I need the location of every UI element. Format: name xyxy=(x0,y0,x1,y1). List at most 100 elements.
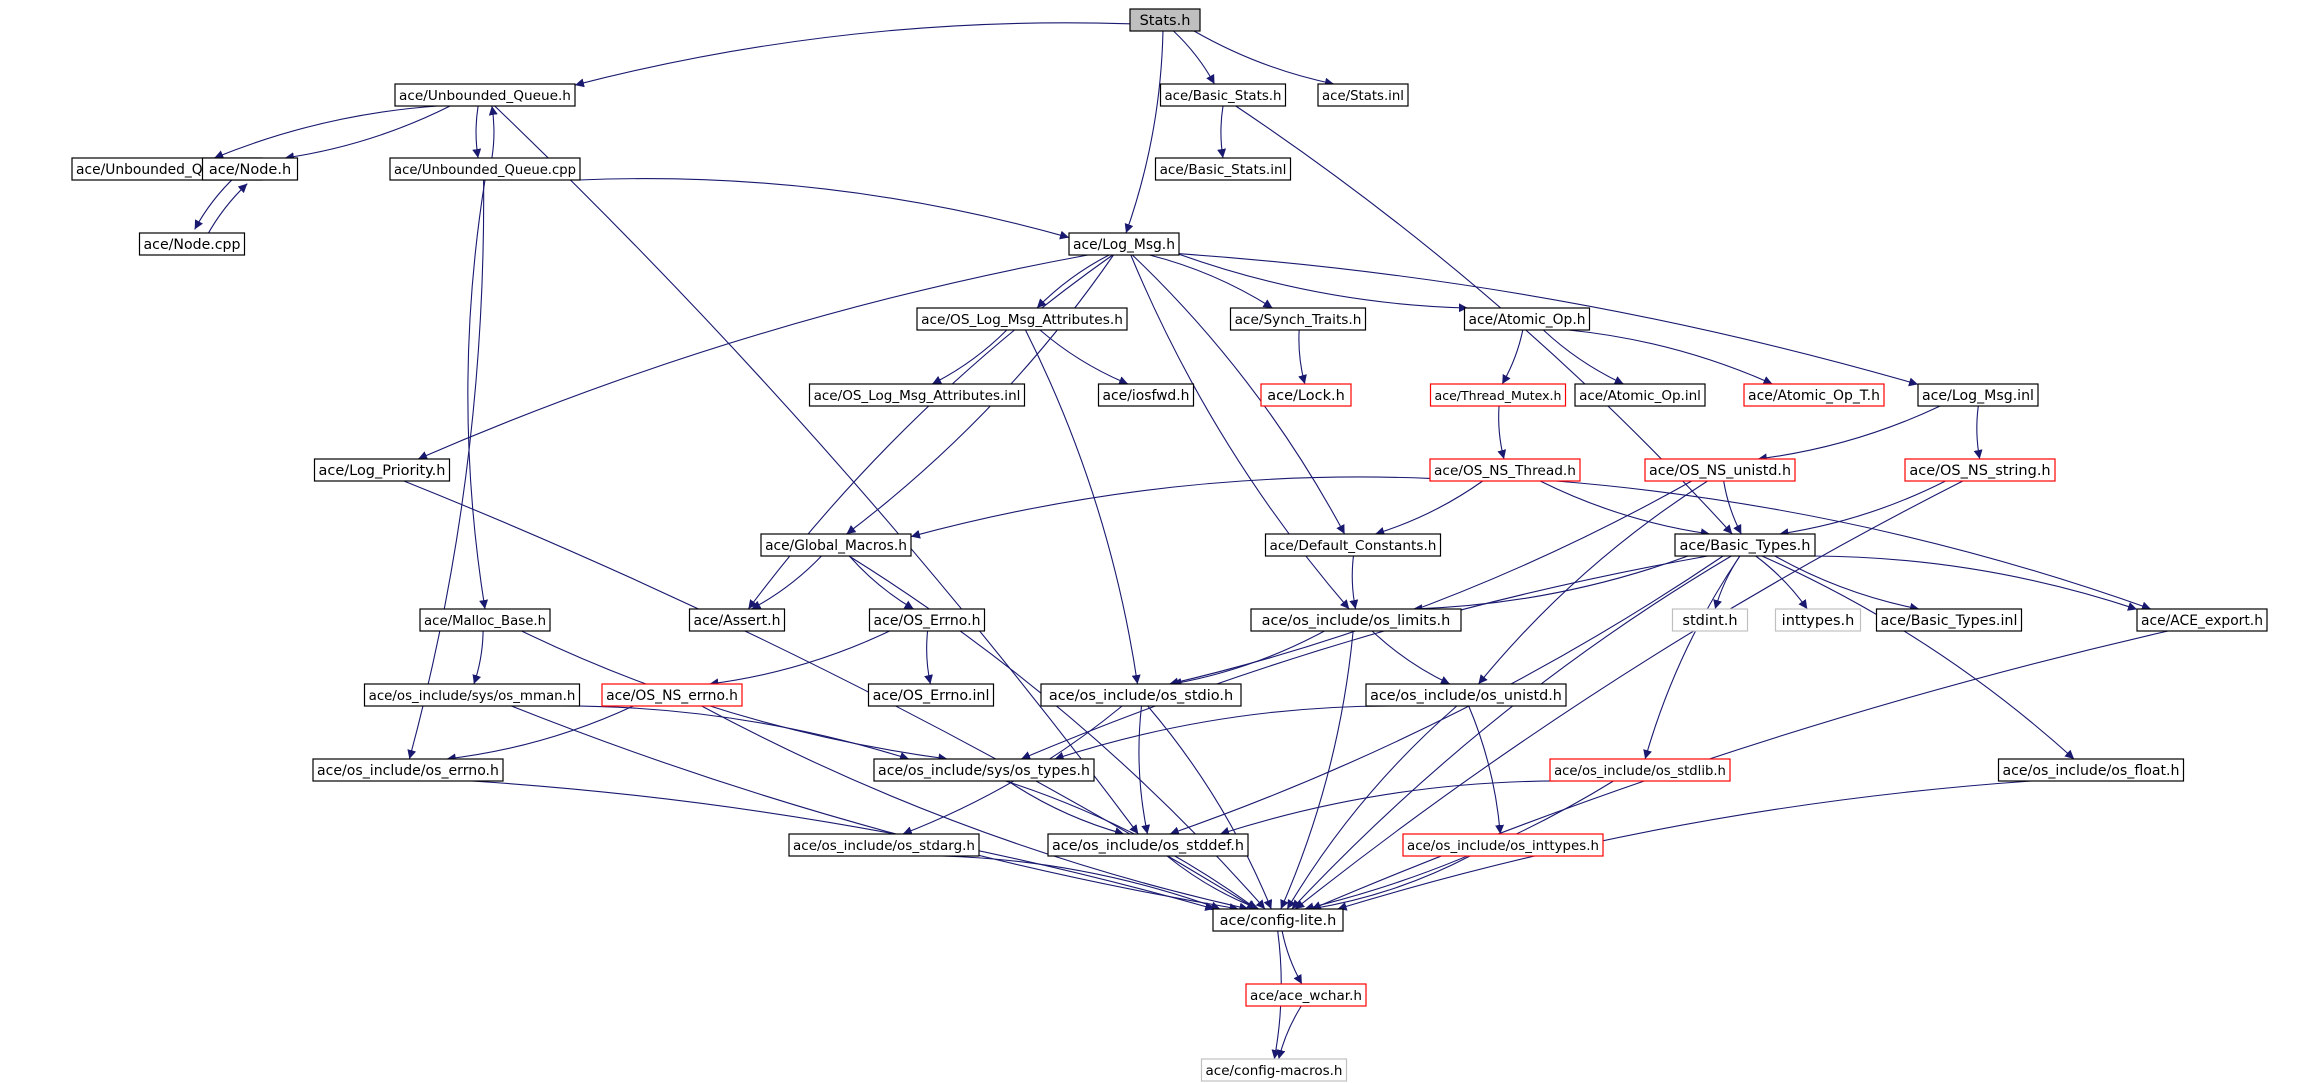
edge-atomic_op_h-to-atomic_op_t_h xyxy=(1568,329,1773,385)
node-os-stdio-h[interactable]: ace/os_include/os_stdio.h xyxy=(1040,683,1242,707)
node-os-inttypes-h[interactable]: ace/os_include/os_inttypes.h xyxy=(1402,833,1604,857)
node-os-log-msg-attributes-h[interactable]: ace/OS_Log_Msg_Attributes.h xyxy=(916,307,1128,331)
node-box xyxy=(1040,683,1242,707)
node-os-errno-inl[interactable]: ace/OS_Errno.inl xyxy=(867,683,995,707)
edge-log_msg_h-to-os_limits_h xyxy=(1130,254,1350,610)
node-os-log-msg-attributes-inl[interactable]: ace/OS_Log_Msg_Attributes.inl xyxy=(808,383,1026,407)
node-os-limits-h[interactable]: ace/os_include/os_limits.h xyxy=(1250,608,1462,632)
node-box xyxy=(873,758,1095,782)
node-label: ace/Thread_Mutex.h xyxy=(1435,388,1562,403)
node-os-unistd-h[interactable]: ace/os_include/os_unistd.h xyxy=(1365,683,1567,707)
node-ace-wchar-h[interactable]: ace/ace_wchar.h xyxy=(1245,983,1367,1007)
node-atomic-op-h[interactable]: ace/Atomic_Op.h xyxy=(1463,307,1591,331)
node-os-mman-h[interactable]: ace/os_include/sys/os_mman.h xyxy=(363,683,581,707)
node-node-h[interactable]: ace/Node.h xyxy=(201,157,299,181)
node-os-ns-string-h[interactable]: ace/OS_NS_string.h xyxy=(1904,458,2056,482)
node-label: ace/Global_Macros.h xyxy=(765,538,907,554)
edge-malloc_base_h-to-os_mman_h xyxy=(472,630,484,685)
node-log-priority-h[interactable]: ace/Log_Priority.h xyxy=(313,458,451,482)
node-box xyxy=(760,533,912,557)
node-config-lite-h[interactable]: ace/config-lite.h xyxy=(1212,908,1344,932)
edge-log_msg_h-to-default_constants_h xyxy=(1131,254,1346,535)
node-os-ns-errno-h[interactable]: ace/OS_NS_errno.h xyxy=(601,683,743,707)
node-basic-types-h[interactable]: ace/Basic_Types.h xyxy=(1674,533,1816,557)
node-os-ns-unistd-h[interactable]: ace/OS_NS_unistd.h xyxy=(1644,458,1796,482)
node-label: inttypes.h xyxy=(1782,613,1855,629)
node-ace-export-h[interactable]: ace/ACE_export.h xyxy=(2136,608,2268,632)
edge-os_stdio_h-to-os_stddef_h xyxy=(1138,705,1151,835)
node-box xyxy=(916,307,1128,331)
node-node-cpp[interactable]: ace/Node.cpp xyxy=(138,232,246,256)
node-box xyxy=(1154,157,1292,181)
node-stats-inl[interactable]: ace/Stats.inl xyxy=(1317,83,1409,107)
edge-basic_types_h-to-os_stdlib_h xyxy=(1643,555,1741,760)
node-label: ace/Log_Msg.h xyxy=(1073,237,1175,253)
node-box xyxy=(1159,83,1287,107)
node-basic-stats-h[interactable]: ace/Basic_Stats.h xyxy=(1159,83,1287,107)
node-malloc-base-h[interactable]: ace/Malloc_Base.h xyxy=(419,608,551,632)
edge-os_ns_errno_h-to-config_lite_h xyxy=(701,705,1249,912)
node-os-errno-h[interactable]: ace/OS_Errno.h xyxy=(868,608,986,632)
node-default-constants-h[interactable]: ace/Default_Constants.h xyxy=(1264,533,1442,557)
edge-log_msg_h-to-log_priority_h xyxy=(417,254,1088,460)
edge-os_ns_string_h-to-basic_types_h xyxy=(1779,480,1946,538)
node-box xyxy=(688,608,786,632)
node-label: ace/os_include/os_stdlib.h xyxy=(1554,764,1726,779)
edge-unbounded_queue_cpp-to-unbounded_queue_h xyxy=(488,105,498,159)
edge-unbounded_queue_h-to-os_stddef_h xyxy=(494,105,1139,835)
node-box xyxy=(1317,83,1409,107)
node-atomic-op-t-h[interactable]: ace/Atomic_Op_T.h xyxy=(1743,383,1885,407)
node-box xyxy=(1574,383,1706,407)
node-label: ace/os_include/sys/os_mman.h xyxy=(369,689,576,704)
node-label: ace/Basic_Types.inl xyxy=(1881,613,2018,629)
node-basic-types-inl[interactable]: ace/Basic_Types.inl xyxy=(1875,608,2023,632)
edge-node_h-to-node_cpp xyxy=(194,175,236,230)
node-assert-h[interactable]: ace/Assert.h xyxy=(688,608,786,632)
edge-stats_h-to-basic_stats_h xyxy=(1173,30,1215,85)
node-unbounded-queue-cpp[interactable]: ace/Unbounded_Queue.cpp xyxy=(389,157,581,181)
node-os-ns-thread-h[interactable]: ace/OS_NS_Thread.h xyxy=(1429,458,1581,482)
node-label: ace/os_include/os_errno.h xyxy=(317,763,499,779)
node-stdint-h[interactable]: stdint.h xyxy=(1671,608,1749,632)
node-basic-stats-inl[interactable]: ace/Basic_Stats.inl xyxy=(1154,157,1292,181)
edge-unbounded_queue_cpp-to-malloc_base_h xyxy=(467,179,489,610)
edge-global_macros_h-to-os_errno_h xyxy=(848,555,914,610)
edge-os_log_msg_attributes_h-to-os_stdio_h xyxy=(1024,329,1141,685)
node-os-stdlib-h[interactable]: ace/os_include/os_stdlib.h xyxy=(1549,758,1731,782)
edge-os_stdio_h-to-config_lite_h xyxy=(1147,705,1273,910)
edge-os_stdlib_h-to-os_stddef_h xyxy=(1219,780,1568,836)
node-atomic-op-inl[interactable]: ace/Atomic_Op.inl xyxy=(1574,383,1706,407)
node-label: ace/os_include/os_inttypes.h xyxy=(1407,839,1599,854)
node-box xyxy=(1463,307,1591,331)
node-box xyxy=(1674,533,1816,557)
node-os-types-h[interactable]: ace/os_include/sys/os_types.h xyxy=(873,758,1095,782)
node-label: ace/OS_Errno.h xyxy=(874,613,981,629)
node-os-stddef-h[interactable]: ace/os_include/os_stddef.h xyxy=(1047,833,1249,857)
edge-os_errno_h-to-os_errno_inl xyxy=(924,630,933,685)
node-log-msg-h[interactable]: ace/Log_Msg.h xyxy=(1068,232,1180,256)
node-label: ace/ace_wchar.h xyxy=(1250,988,1362,1004)
node-lock-h[interactable]: ace/Lock.h xyxy=(1260,383,1352,407)
node-os-errno-inc-h[interactable]: ace/os_include/os_errno.h xyxy=(312,758,504,782)
node-thread-mutex-h[interactable]: ace/Thread_Mutex.h xyxy=(1429,383,1567,407)
node-inttypes-h[interactable]: inttypes.h xyxy=(1774,608,1862,632)
node-log-msg-inl[interactable]: ace/Log_Msg.inl xyxy=(1917,383,2039,407)
edge-thread_mutex_h-to-os_ns_thread_h xyxy=(1497,405,1507,460)
node-box xyxy=(1402,833,1604,857)
node-synch-traits-h[interactable]: ace/Synch_Traits.h xyxy=(1229,307,1367,331)
node-stats-h[interactable]: Stats.h xyxy=(1129,8,1201,32)
node-label: Stats.h xyxy=(1140,13,1191,29)
node-label: ace/os_include/os_stddef.h xyxy=(1052,838,1244,854)
node-unbounded-queue-h[interactable]: ace/Unbounded_Queue.h xyxy=(394,83,576,107)
node-box xyxy=(1245,983,1367,1007)
node-label: ace/Atomic_Op_T.h xyxy=(1748,388,1880,404)
node-os-float-h[interactable]: ace/os_include/os_float.h xyxy=(1997,758,2185,782)
node-iosfwd-h[interactable]: ace/iosfwd.h xyxy=(1097,383,1195,407)
node-config-macros-h[interactable]: ace/config-macros.h xyxy=(1200,1058,1348,1082)
node-global-macros-h[interactable]: ace/Global_Macros.h xyxy=(760,533,912,557)
edge-os_unistd_h-to-os_types_h xyxy=(1054,705,1396,761)
node-os-stdarg-h[interactable]: ace/os_include/os_stdarg.h xyxy=(788,833,980,857)
edge-log_msg_h-to-synch_traits_h xyxy=(1149,254,1273,309)
node-label: ace/os_include/os_unistd.h xyxy=(1370,688,1562,704)
node-box xyxy=(1997,758,2185,782)
